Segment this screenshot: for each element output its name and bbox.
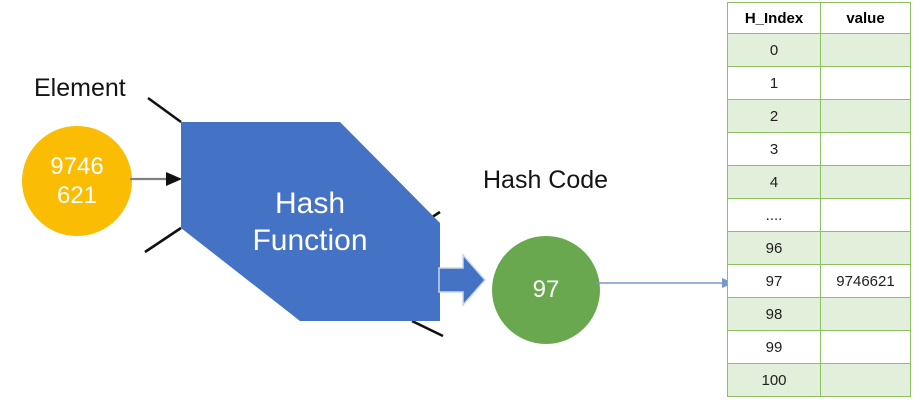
hash-code-value: 97: [532, 276, 560, 303]
table-row[interactable]: 0: [727, 33, 911, 67]
arrow-hashcode-to-table-icon: [596, 278, 734, 288]
cell-value: [820, 132, 911, 166]
cell-value: [820, 330, 911, 364]
block-arrow-right-icon: [438, 253, 486, 307]
table-row[interactable]: 2: [727, 99, 911, 133]
table-row[interactable]: ....: [727, 198, 911, 232]
cell-h-index: ....: [727, 198, 821, 232]
column-header-h-index: H_Index: [727, 2, 821, 34]
table-row[interactable]: 1: [727, 66, 911, 100]
table-row[interactable]: 100: [727, 363, 911, 397]
element-value-line1: 9746: [50, 153, 104, 180]
cell-h-index: 3: [727, 132, 821, 166]
cell-value: [820, 165, 911, 199]
cell-h-index: 0: [727, 33, 821, 67]
cell-h-index: 2: [727, 99, 821, 133]
cell-value: [820, 99, 911, 133]
table-row[interactable]: 4: [727, 165, 911, 199]
cell-value: [820, 363, 911, 397]
table-header-row: H_Index value: [727, 2, 911, 34]
column-header-value: value: [820, 2, 911, 34]
hash-code-circle: 97: [492, 236, 600, 344]
cell-value: 9746621: [820, 264, 911, 298]
cell-h-index: 4: [727, 165, 821, 199]
arrow-element-to-function-icon: [130, 172, 182, 186]
table-row[interactable]: 3: [727, 132, 911, 166]
table-row[interactable]: 99: [727, 330, 911, 364]
cell-h-index: 100: [727, 363, 821, 397]
table-row[interactable]: 96: [727, 231, 911, 265]
cell-h-index: 1: [727, 66, 821, 100]
cell-value: [820, 231, 911, 265]
cell-value: [820, 297, 911, 331]
cell-h-index: 99: [727, 330, 821, 364]
cell-h-index: 97: [727, 264, 821, 298]
table-row[interactable]: 98: [727, 297, 911, 331]
hash-code-label: Hash Code: [483, 166, 609, 194]
hash-function-shape: [144, 96, 444, 338]
cell-value: [820, 33, 911, 67]
element-label: Element: [34, 74, 126, 102]
cell-value: [820, 198, 911, 232]
cell-h-index: 96: [727, 231, 821, 265]
element-value-line2: 621: [56, 182, 98, 209]
cell-h-index: 98: [727, 297, 821, 331]
element-circle: 9746 621: [22, 126, 132, 236]
cell-value: [820, 66, 911, 100]
